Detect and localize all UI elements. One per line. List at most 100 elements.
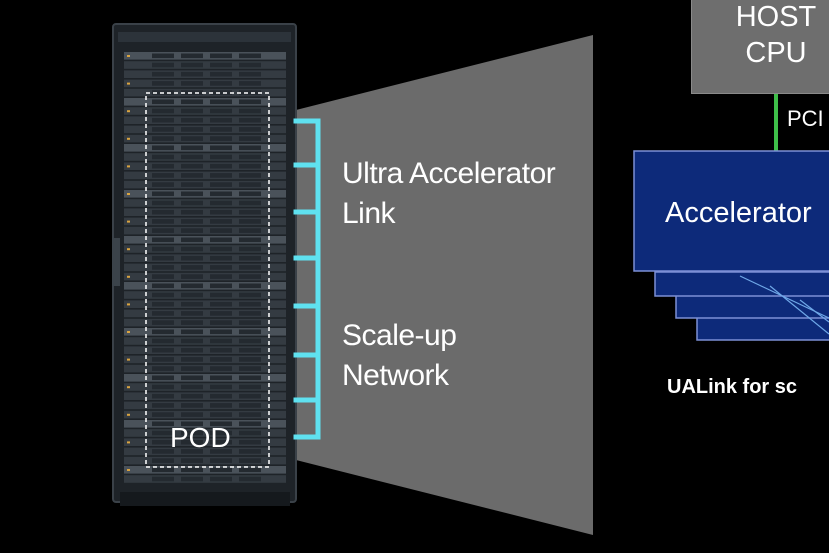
- rack-unit: [124, 107, 286, 115]
- rack-unit: [124, 263, 286, 272]
- drive-bay: [181, 200, 203, 206]
- rack-unit: [124, 438, 286, 446]
- rack-unit: [124, 456, 286, 465]
- drive-bay: [239, 476, 261, 482]
- drive-bay: [239, 127, 261, 132]
- drive-bay: [210, 338, 232, 344]
- rack-unit: [124, 217, 286, 226]
- drive-bay: [239, 393, 261, 399]
- accelerator-stack: [633, 150, 829, 341]
- host-cpu-label: HOST CPU: [692, 0, 829, 71]
- drive-bay: [210, 366, 232, 371]
- drive-bay: [210, 458, 232, 463]
- rack-unit: [124, 236, 286, 244]
- rack-units: [124, 52, 286, 483]
- drive-bay: [239, 71, 261, 77]
- rack-unit: [124, 328, 286, 336]
- drive-bay: [239, 320, 261, 325]
- rack-unit: [124, 392, 286, 400]
- drive-bay: [181, 458, 203, 463]
- drive-bay: [152, 117, 174, 123]
- status-led: [127, 469, 130, 471]
- drive-bay: [152, 173, 174, 178]
- drive-bay: [210, 255, 232, 261]
- drive-bay: [181, 173, 203, 178]
- drive-bay: [181, 403, 203, 408]
- drive-bay: [210, 375, 232, 381]
- drive-bay: [210, 182, 232, 187]
- drive-bay: [239, 219, 261, 224]
- drive-bay: [181, 301, 203, 307]
- drive-bay: [239, 237, 261, 243]
- drive-bay: [210, 357, 232, 362]
- drive-bay: [210, 246, 232, 252]
- rack-unit: [124, 355, 286, 364]
- drive-bay: [210, 439, 232, 445]
- drive-bay: [152, 329, 174, 335]
- drive-bay: [210, 430, 232, 436]
- drive-bay: [210, 62, 232, 68]
- drive-bay: [210, 99, 232, 105]
- rack-unit: [124, 401, 286, 410]
- status-led: [127, 441, 130, 444]
- drive-bay: [181, 219, 203, 224]
- rack-unit: [124, 346, 286, 354]
- drive-bay: [152, 99, 174, 105]
- drive-bay: [210, 476, 232, 482]
- rack-unit: [124, 383, 286, 391]
- status-led: [127, 55, 130, 57]
- drive-bay: [210, 228, 232, 233]
- drive-bay: [210, 283, 232, 289]
- rack-unit: [124, 282, 286, 290]
- drive-bay: [181, 347, 203, 353]
- drive-bay: [239, 145, 261, 151]
- drive-bay: [152, 108, 174, 114]
- host-cpu-box: HOST CPU: [691, 0, 829, 94]
- drive-bay: [210, 449, 232, 454]
- rack-unit: [124, 79, 286, 88]
- pod-outline: [145, 92, 270, 468]
- rack-unit: [124, 291, 286, 299]
- status-led: [127, 275, 130, 278]
- drive-bay: [239, 329, 261, 335]
- drive-bay: [152, 476, 174, 482]
- drive-bay: [181, 412, 203, 417]
- drive-bay: [152, 311, 174, 316]
- drive-bay: [152, 71, 174, 77]
- status-led: [127, 110, 130, 113]
- rack-unit: [124, 144, 286, 152]
- drive-bay: [239, 283, 261, 289]
- drive-bay: [152, 81, 174, 86]
- drive-bay: [239, 412, 261, 417]
- drive-bay: [181, 421, 203, 427]
- drive-bay: [152, 292, 174, 298]
- status-led: [127, 165, 130, 168]
- rack-unit: [124, 272, 286, 281]
- drive-bay: [181, 265, 203, 270]
- drive-bay: [210, 467, 232, 473]
- rack-unit: [124, 153, 286, 161]
- drive-bay: [152, 430, 174, 436]
- status-led: [127, 413, 130, 416]
- drive-bay: [210, 329, 232, 335]
- rack-unit: [124, 52, 286, 60]
- drive-bay: [239, 357, 261, 362]
- ual-label-line2: Link: [342, 197, 396, 230]
- drive-bay: [181, 81, 203, 86]
- host-cpu-line1: HOST: [735, 1, 817, 33]
- rack-unit: [124, 171, 286, 180]
- rack-unit: [124, 98, 286, 106]
- drive-bay: [152, 357, 174, 362]
- rack-unit: [124, 254, 286, 262]
- rack-unit: [124, 180, 286, 189]
- drive-bay: [210, 421, 232, 427]
- drive-bay: [181, 246, 203, 252]
- rack-unit: [124, 300, 286, 308]
- drive-bay: [152, 449, 174, 454]
- projection-funnel: [296, 35, 593, 535]
- drive-bay: [210, 81, 232, 86]
- drive-bay: [152, 145, 174, 151]
- rack-unit: [124, 208, 286, 216]
